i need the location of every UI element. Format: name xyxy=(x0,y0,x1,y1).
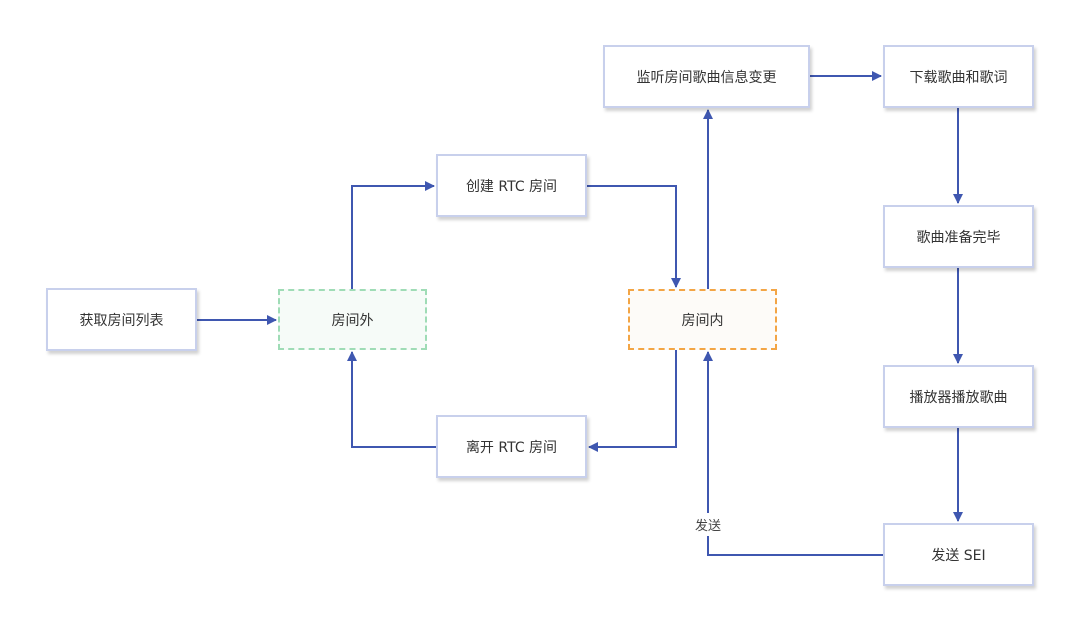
node-leave-rtc-room[interactable]: 离开 RTC 房间 xyxy=(436,415,587,478)
node-outside-room[interactable]: 房间外 xyxy=(278,289,427,350)
edge-outside-to-create xyxy=(351,181,435,289)
node-label: 监听房间歌曲信息变更 xyxy=(636,69,777,86)
node-download-song-lyrics[interactable]: 下载歌曲和歌词 xyxy=(883,45,1034,108)
node-inside-room[interactable]: 房间内 xyxy=(628,289,777,350)
node-label: 离开 RTC 房间 xyxy=(465,439,558,456)
node-label: 下载歌曲和歌词 xyxy=(909,69,1008,86)
node-player-play-song[interactable]: 播放器播放歌曲 xyxy=(883,365,1034,428)
node-label: 房间外 xyxy=(331,312,374,329)
node-label: 获取房间列表 xyxy=(79,312,164,329)
edge-leave-to-outside xyxy=(347,351,436,448)
node-label: 发送 SEI xyxy=(931,547,986,564)
edge-sei-to-inside xyxy=(703,351,883,556)
node-song-ready[interactable]: 歌曲准备完毕 xyxy=(883,205,1034,268)
node-create-rtc-room[interactable]: 创建 RTC 房间 xyxy=(436,154,587,217)
edge-inside-to-leave xyxy=(588,350,677,452)
node-get-room-list[interactable]: 获取房间列表 xyxy=(46,288,197,351)
edge-label-send: 发送 xyxy=(695,513,722,536)
node-label: 创建 RTC 房间 xyxy=(465,178,558,195)
node-label: 房间内 xyxy=(681,312,724,329)
edge-create-to-inside xyxy=(587,185,681,288)
node-label: 歌曲准备完毕 xyxy=(916,229,1001,246)
node-listen-song-change[interactable]: 监听房间歌曲信息变更 xyxy=(603,45,810,108)
node-label: 播放器播放歌曲 xyxy=(909,389,1008,406)
node-send-sei[interactable]: 发送 SEI xyxy=(883,523,1034,586)
